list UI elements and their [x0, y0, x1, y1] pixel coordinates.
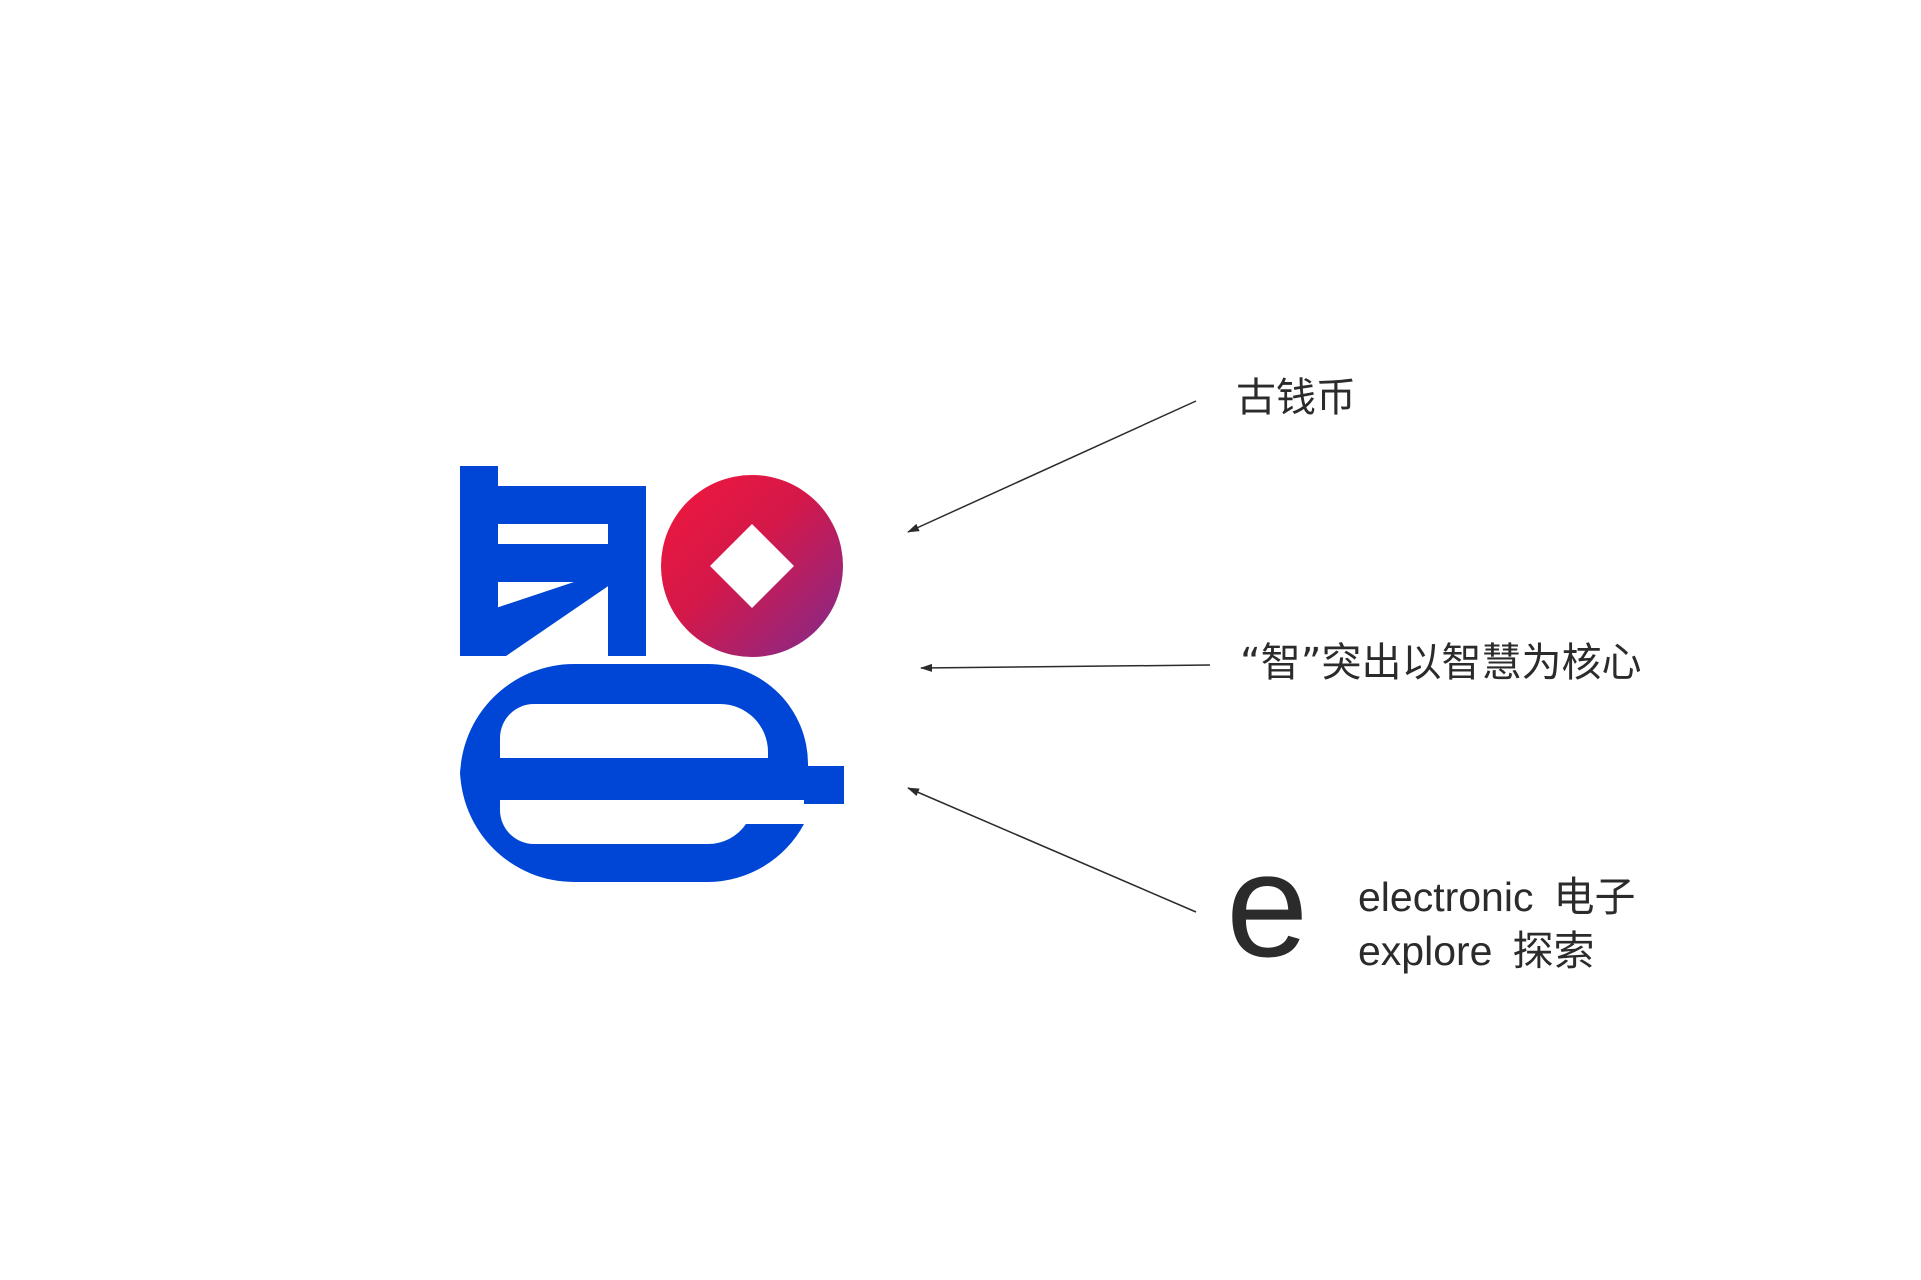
e-letter-label: e — [1226, 823, 1309, 988]
shi-radical — [460, 466, 646, 656]
arrow-to-coin — [907, 400, 1197, 533]
e-meaning-word: electronic — [1358, 874, 1534, 920]
e-meaning-word: explore — [1358, 928, 1493, 974]
core-label: “智”突出以智慧为核心 — [1240, 640, 1642, 686]
e-meaning-item: electronic 电子 — [1358, 870, 1635, 924]
e-meanings-list: electronic 电子 explore 探索 — [1358, 870, 1635, 978]
arrow-to-core — [920, 663, 1211, 672]
arrow-to-e — [907, 787, 1197, 913]
e-letter-mark — [460, 664, 844, 882]
coin-label: 古钱币 — [1236, 375, 1356, 421]
e-meaning-translation: 探索 — [1512, 928, 1595, 974]
e-meaning-item: explore 探索 — [1358, 924, 1635, 978]
e-meaning-translation: 电子 — [1553, 874, 1636, 920]
coin-icon — [661, 475, 843, 657]
